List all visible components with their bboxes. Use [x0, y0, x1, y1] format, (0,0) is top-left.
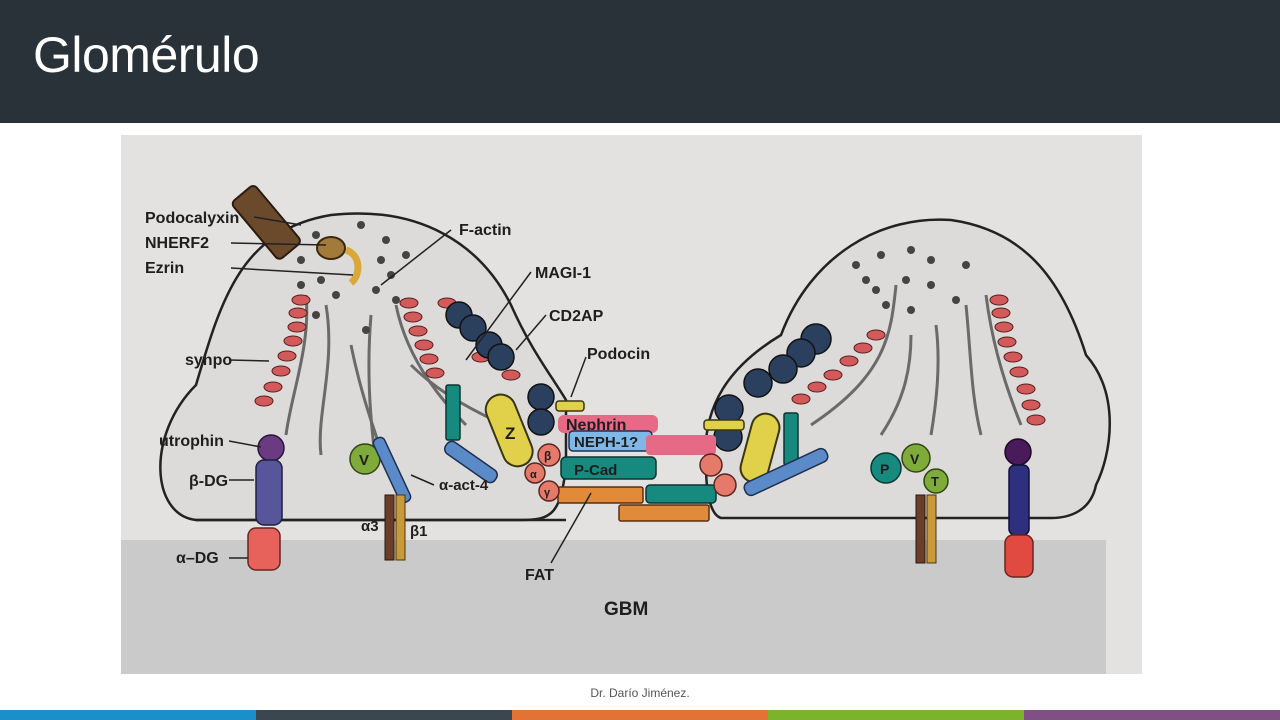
synpo-right: [791, 294, 1046, 426]
label-neph1: NEPH-1?: [574, 434, 638, 451]
label-adg: α–DG: [176, 550, 219, 567]
synpo-left: [254, 294, 521, 407]
label-gamma-small: γ: [544, 487, 551, 499]
slide-footer: Dr. Darío Jiménez.: [590, 686, 690, 700]
label-beta-small: β: [544, 449, 551, 463]
label-f-actin: F-actin: [459, 222, 511, 239]
label-fat: FAT: [525, 567, 554, 584]
label-pcad: P-Cad: [574, 462, 617, 479]
label-v-right: V: [910, 451, 920, 467]
label-utrophin: utrophin: [159, 433, 224, 450]
right-basal-complex: P V T: [739, 412, 1034, 578]
label-synpo: synpo: [185, 352, 232, 369]
label-p-right: P: [880, 461, 889, 477]
label-nherf2: NHERF2: [145, 235, 209, 252]
slit-diaphragm: Z Nephrin NEPH-1? P-Cad β α γ: [444, 384, 745, 522]
podocyte-diagram: GBM: [121, 135, 1142, 674]
slide-title: Glomérulo: [33, 27, 260, 83]
footer-color-bars: [0, 710, 1280, 720]
label-a3: α3: [361, 518, 379, 535]
label-podocalyxin: Podocalyxin: [145, 210, 239, 227]
label-b1: β1: [410, 523, 428, 540]
gbm-label: GBM: [604, 599, 648, 620]
label-z: Z: [505, 424, 515, 443]
footer-bar-purple: [1024, 710, 1280, 720]
label-v-left: V: [359, 452, 369, 469]
label-magi1: MAGI-1: [535, 265, 591, 282]
footer-bar-slate: [256, 710, 512, 720]
left-basal-complex: V: [247, 434, 412, 571]
label-nephrin: Nephrin: [566, 417, 626, 434]
label-alpha-act4: α-act-4: [439, 477, 489, 494]
label-t-right: T: [931, 474, 939, 489]
footer-bar-green: [768, 710, 1024, 720]
label-cd2ap: CD2AP: [549, 308, 604, 325]
slide-header: Glomérulo: [0, 0, 1280, 123]
podocalyxin-structure: [231, 185, 362, 286]
footer-bar-blue: [0, 710, 256, 720]
leader-lines: [228, 216, 592, 564]
label-bdg: β-DG: [189, 473, 228, 490]
label-ezrin: Ezrin: [145, 260, 184, 277]
label-alpha-small: α: [530, 469, 537, 481]
actin-filaments-right: [810, 284, 1023, 436]
footer-bar-orange: [512, 710, 768, 720]
label-podocin: Podocin: [587, 346, 650, 363]
gbm-band: [121, 540, 1106, 674]
